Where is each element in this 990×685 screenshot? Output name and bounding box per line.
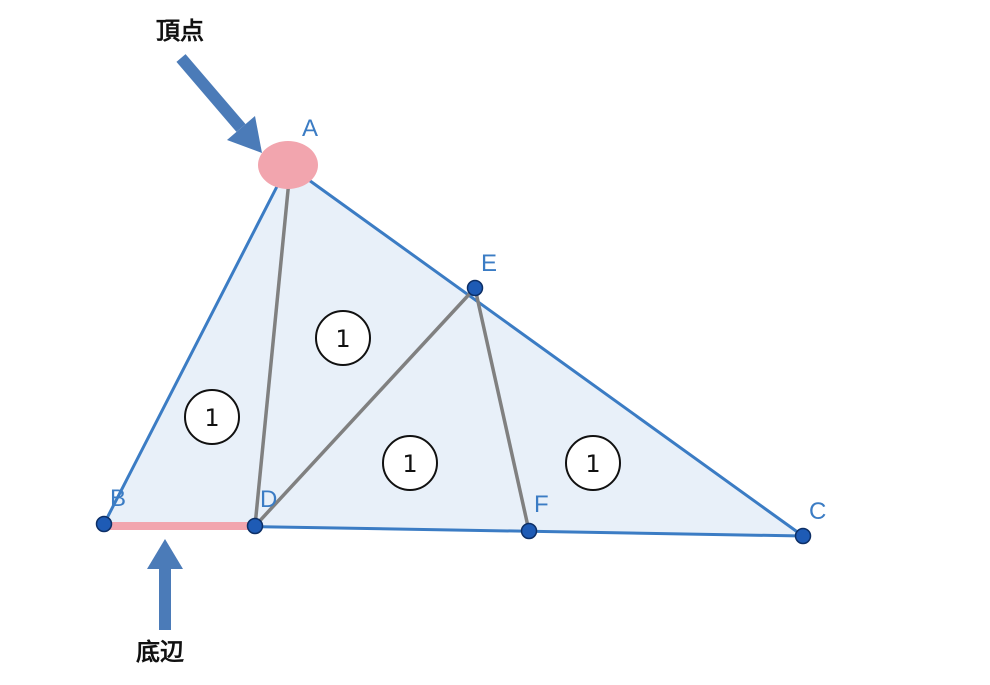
label-b: B [110,485,126,512]
area-marker-upper: 1 [315,310,371,366]
point-b [95,515,113,533]
area-value-efc: 1 [585,450,600,478]
label-f: F [534,491,549,518]
point-c [794,527,812,545]
apex-callout-label: 頂点 [156,17,204,45]
label-d: D [260,486,277,513]
base-arrow [147,539,183,630]
base-callout-label: 底辺 [136,638,184,666]
area-value-def: 1 [402,450,417,478]
area-marker-def: 1 [382,435,438,491]
triangle-abc [102,163,805,538]
point-d [246,517,264,535]
area-value-abd: 1 [204,404,219,432]
apex-highlight [258,141,318,189]
point-f [520,522,538,540]
label-c: C [809,498,826,525]
label-e: E [481,250,497,277]
segment-ad [253,169,292,527]
area-marker-efc: 1 [565,435,621,491]
apex-arrow [176,54,262,153]
area-marker-abd: 1 [184,389,240,445]
label-a: A [302,115,318,142]
point-e [466,279,484,297]
area-value-upper: 1 [335,325,350,353]
segment-ef [473,287,531,532]
segment-de [253,286,477,528]
